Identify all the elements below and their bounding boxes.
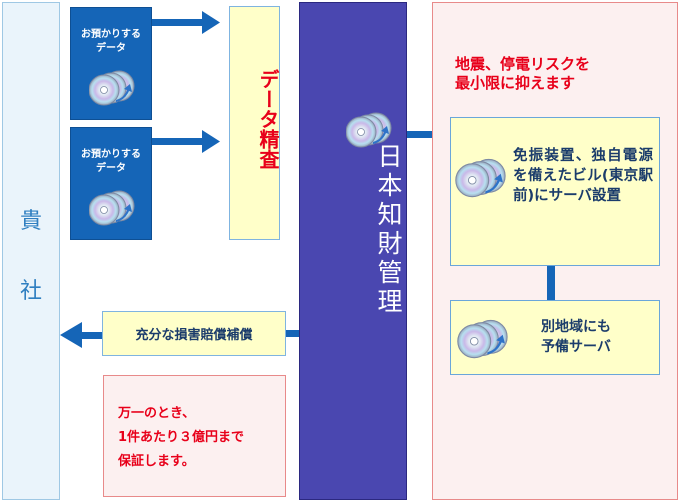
- data-audit-label: データ精査: [256, 69, 280, 169]
- company-panel: 日本知財管理: [299, 2, 407, 500]
- data-card-label: お預かりする データ: [81, 149, 141, 174]
- cd-disc-icon: [457, 319, 508, 359]
- data-card-1: お預かりする データ: [70, 7, 152, 120]
- guarantee-box: 万一のとき、 1件あたり３億円まで 保証します。: [103, 375, 286, 497]
- compensation-label: 充分な損害賠償補償: [135, 328, 253, 343]
- guarantee-text: 万一のとき、 1件あたり３億円まで 保証します。: [118, 406, 245, 469]
- arrow-right-icon: [152, 130, 220, 153]
- backup-server-text: 別地域にも 予備サーバ: [541, 319, 611, 355]
- arrow-left-icon: [60, 322, 106, 348]
- compensation-box: 充分な損害賠償補償: [102, 311, 286, 356]
- client-char-2: 社: [19, 279, 42, 304]
- connector-line: [547, 266, 555, 300]
- cd-disc-icon: [455, 158, 506, 198]
- connector-line: [286, 330, 299, 337]
- company-name: 日本知財管理: [374, 143, 403, 317]
- client-char-1: 貴: [19, 209, 42, 234]
- connector-line: [407, 131, 450, 138]
- data-card-2: お預かりする データ: [70, 127, 152, 240]
- cd-disc-icon: [89, 70, 135, 106]
- facility-text: 免振装置、独自電源を備えたビル(東京駅前)にサーバ設置: [513, 148, 653, 204]
- data-audit-box: データ精査: [229, 6, 280, 240]
- facility-box: 免振装置、独自電源を備えたビル(東京駅前)にサーバ設置: [450, 117, 660, 266]
- arrow-right-icon: [152, 11, 220, 34]
- client-panel: 貴 社: [2, 2, 60, 500]
- data-card-label: お預かりする データ: [81, 29, 141, 54]
- cd-disc-icon: [89, 190, 135, 226]
- risk-heading: 地震、停電リスクを 最小限に抑えます: [455, 55, 591, 92]
- backup-server-box: 別地域にも 予備サーバ: [450, 300, 660, 375]
